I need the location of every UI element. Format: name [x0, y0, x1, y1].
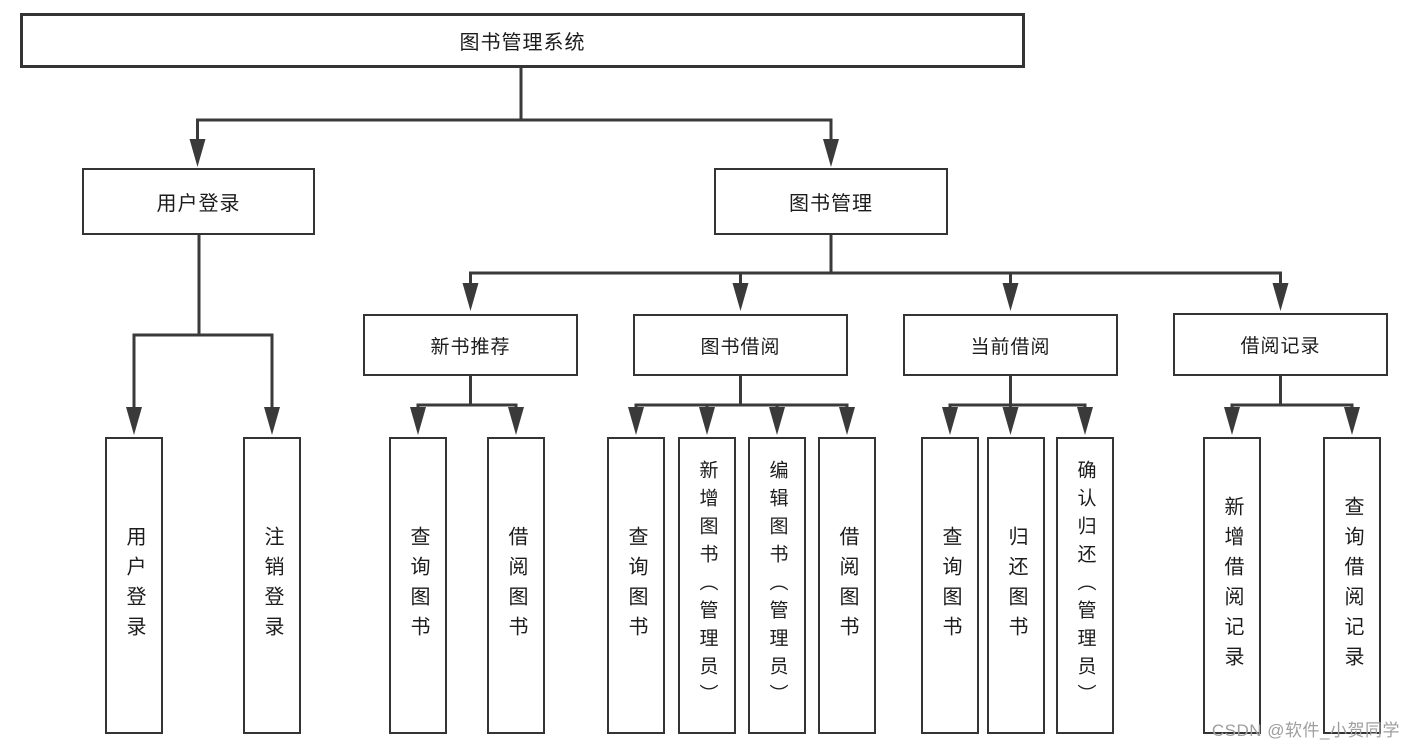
- arrow-icon: [189, 139, 206, 167]
- arrow-icon: [1002, 283, 1019, 311]
- arrowheads: [126, 139, 1360, 435]
- connector-login-to-leaves: [132, 235, 274, 410]
- node-label: 借阅记录: [1240, 336, 1321, 357]
- connector-mgmt-to-groups: [469, 235, 1282, 288]
- csdn-watermark: CSDN @软件_小贺同学: [1211, 721, 1400, 740]
- leaf-borrow-edit-book-admin: 编辑图书（管理员）: [748, 437, 806, 734]
- leaf-current-return-book: 归还图书: [987, 437, 1045, 734]
- leaf-label: 新增图书（管理员）: [696, 459, 718, 712]
- connector-borrow-to-leaves: [634, 376, 849, 410]
- arrow-icon: [1002, 407, 1019, 435]
- node-label: 图书借阅: [700, 336, 781, 358]
- connector-root-to-branches: [196, 68, 833, 142]
- arrow-icon: [699, 407, 715, 435]
- arrow-icon: [410, 407, 426, 435]
- arrow-icon: [732, 283, 749, 311]
- leaf-label: 借阅图书: [505, 525, 527, 646]
- node-label: 当前借阅: [970, 336, 1051, 358]
- node-new-book-recommendation: 新书推荐: [363, 314, 578, 376]
- leaf-logout: 注销登录: [243, 437, 301, 734]
- arrow-icon: [839, 407, 855, 435]
- node-borrowing-records: 借阅记录: [1173, 313, 1388, 376]
- arrow-icon: [628, 407, 644, 435]
- node-label: 图书管理: [789, 193, 873, 215]
- node-current-borrowing: 当前借阅: [903, 314, 1118, 376]
- connector-record-to-leaves: [1230, 376, 1354, 410]
- arrow-icon: [126, 407, 142, 435]
- leaf-current-confirm-return-admin: 确认归还（管理员）: [1056, 437, 1114, 734]
- arrow-icon: [508, 407, 524, 435]
- leaf-borrow-add-book-admin: 新增图书（管理员）: [678, 437, 736, 734]
- connector-current-to-leaves: [948, 376, 1087, 410]
- leaf-label: 查询图书: [939, 525, 961, 646]
- leaf-borrow-borrow-book: 借阅图书: [818, 437, 876, 734]
- leaf-label: 注销登录: [261, 525, 283, 646]
- arrow-icon: [1077, 407, 1093, 435]
- leaf-record-add-borrow-record: 新增借阅记录: [1203, 437, 1261, 734]
- leaf-newbook-borrow-book: 借阅图书: [487, 437, 545, 734]
- leaf-label: 归还图书: [1005, 525, 1027, 646]
- node-library-management-system: 图书管理系统: [20, 13, 1025, 68]
- connector-newbook-to-leaves: [416, 376, 518, 410]
- leaf-newbook-query-book: 查询图书: [389, 437, 447, 734]
- leaf-label: 新增借阅记录: [1221, 495, 1243, 676]
- leaf-current-query-book: 查询图书: [921, 437, 979, 734]
- leaf-label: 用户登录: [123, 525, 145, 646]
- leaf-label: 查询图书: [625, 525, 647, 646]
- node-book-management: 图书管理: [714, 168, 948, 235]
- node-user-login: 用户登录: [82, 168, 315, 235]
- leaf-label: 编辑图书（管理员）: [766, 459, 788, 712]
- arrow-icon: [1344, 407, 1360, 435]
- node-label: 新书推荐: [430, 336, 511, 358]
- leaf-label: 查询借阅记录: [1341, 495, 1363, 676]
- arrow-icon: [1272, 283, 1289, 311]
- node-label: 用户登录: [156, 193, 241, 215]
- leaf-record-query-borrow-record: 查询借阅记录: [1323, 437, 1381, 734]
- arrow-icon: [264, 407, 280, 435]
- leaf-borrow-query-book: 查询图书: [607, 437, 665, 734]
- leaf-label: 查询图书: [407, 525, 429, 646]
- arrow-icon: [823, 139, 839, 167]
- node-book-borrowing: 图书借阅: [633, 314, 848, 376]
- arrow-icon: [769, 407, 785, 435]
- arrow-icon: [942, 407, 958, 435]
- leaf-label: 借阅图书: [836, 525, 858, 646]
- leaf-user-login: 用户登录: [105, 437, 163, 734]
- arrow-icon: [1224, 407, 1240, 435]
- arrow-icon: [462, 283, 479, 311]
- leaf-label: 确认归还（管理员）: [1074, 459, 1096, 712]
- node-label: 图书管理系统: [459, 32, 586, 54]
